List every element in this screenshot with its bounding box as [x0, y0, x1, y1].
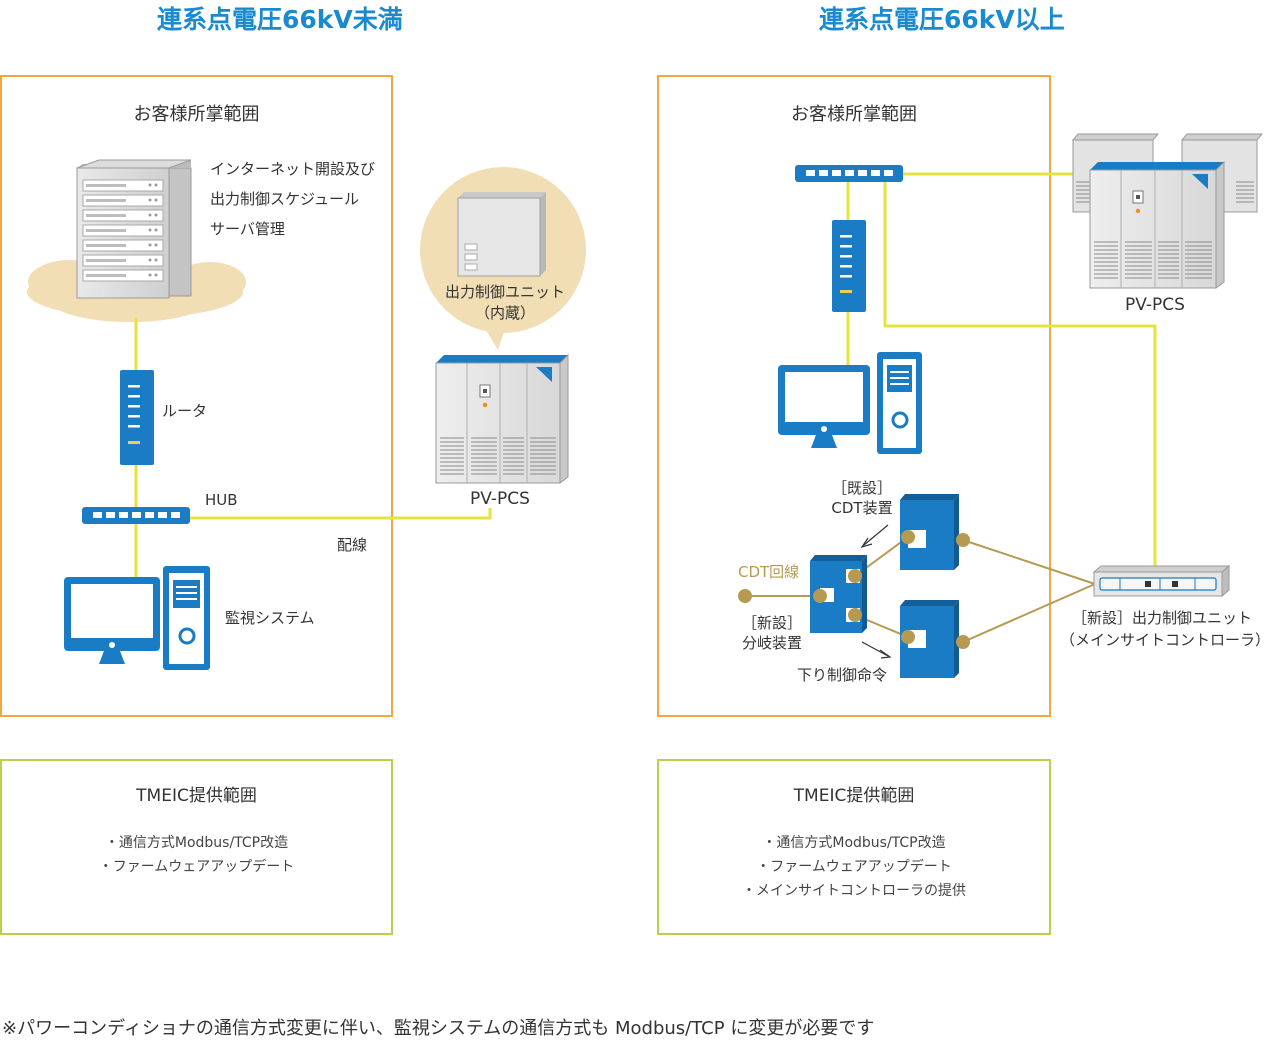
cdt-node-dots — [738, 530, 970, 649]
unit-label-line2: （内蔵） — [474, 304, 535, 322]
arrows — [860, 524, 892, 659]
controller-label-line2: （メインサイトコントローラ） — [1060, 631, 1266, 649]
branch-label-line2: 分岐装置 — [741, 634, 802, 652]
router-label: ルータ — [162, 402, 208, 420]
monitor-system-icon — [64, 566, 210, 670]
system-diagram — [27, 133, 1264, 678]
hub-icon — [82, 507, 190, 524]
left-customer-scope-box — [0, 75, 393, 717]
down-command-label: 下り制御命令 — [797, 666, 888, 684]
router-icon — [120, 370, 154, 465]
right-hub-icon — [795, 165, 903, 182]
right-customer-scope-box — [657, 75, 1051, 717]
cdt-line-label: CDT回線 — [738, 563, 800, 581]
left-tmeic-items: ・通信方式Modbus/TCP改造 ・ファームウェアアップデート — [2, 831, 391, 879]
unit-label-line1: 出力制御ユニット — [444, 283, 565, 301]
right-router-icon — [832, 220, 866, 312]
monitor-system-label: 監視システム — [225, 609, 315, 627]
left-customer-scope-title: お客様所掌範囲 — [133, 104, 260, 125]
left-tmeic-title: TMEIC提供範囲 — [136, 786, 257, 806]
right-tmeic-item: ・通信方式Modbus/TCP改造 — [762, 835, 946, 851]
left-tmeic-item: ・通信方式Modbus/TCP改造 — [104, 835, 289, 851]
server-label-line3: サーバ管理 — [210, 220, 285, 238]
right-tmeic-title: TMEIC提供範囲 — [793, 786, 915, 806]
controller-label-line1: ［新設］出力制御ユニット — [1071, 609, 1252, 627]
right-tmeic-items: ・通信方式Modbus/TCP改造 ・ファームウェアアップデート ・メインサイト… — [659, 831, 1049, 903]
server-label-line1: インターネット開設及び — [210, 160, 376, 178]
pv-pcs-cabinet-icon — [435, 353, 569, 484]
right-customer-scope-title: お客様所掌範囲 — [791, 104, 917, 125]
left-tmeic-item: ・ファームウェアアップデート — [98, 859, 295, 875]
right-wires — [846, 172, 1157, 566]
output-control-unit-bubble — [420, 167, 586, 350]
branch-label-line1: ［新設］ — [741, 614, 802, 632]
right-monitor-icon — [778, 352, 922, 454]
cdt-existing-label-line2: CDT装置 — [831, 499, 893, 517]
server-label-line2: 出力制御スケジュール — [210, 190, 359, 208]
right-pv-pcs-group-icon — [1071, 133, 1264, 289]
footnote: ※パワーコンディショナの通信方式変更に伴い、監視システムの通信方式も Modbu… — [2, 1018, 875, 1039]
right-pcs-label: PV-PCS — [1125, 295, 1185, 315]
left-title: 連系点電圧66kV未満 — [157, 5, 403, 34]
left-tmeic-scope-box: TMEIC提供範囲 ・通信方式Modbus/TCP改造 ・ファームウェアアップデ… — [0, 759, 393, 935]
cdt-existing-label-line1: ［既設］ — [831, 479, 892, 497]
left-pcs-label: PV-PCS — [470, 489, 530, 509]
output-control-unit-icon — [457, 192, 546, 277]
server-rack-icon — [76, 159, 192, 299]
left-wires — [134, 318, 492, 577]
right-title: 連系点電圧66kV以上 — [819, 5, 1065, 34]
right-tmeic-item: ・ファームウェアアップデート — [756, 859, 952, 875]
existing-cdt-device-icon-2 — [900, 600, 959, 678]
right-tmeic-item: ・メインサイトコントローラの提供 — [742, 883, 966, 899]
main-site-controller-icon — [1092, 564, 1231, 598]
wiring-label: 配線 — [337, 536, 368, 554]
right-tmeic-scope-box: TMEIC提供範囲 ・通信方式Modbus/TCP改造 ・ファームウェアアップデ… — [657, 759, 1051, 935]
hub-label: HUB — [205, 491, 238, 509]
